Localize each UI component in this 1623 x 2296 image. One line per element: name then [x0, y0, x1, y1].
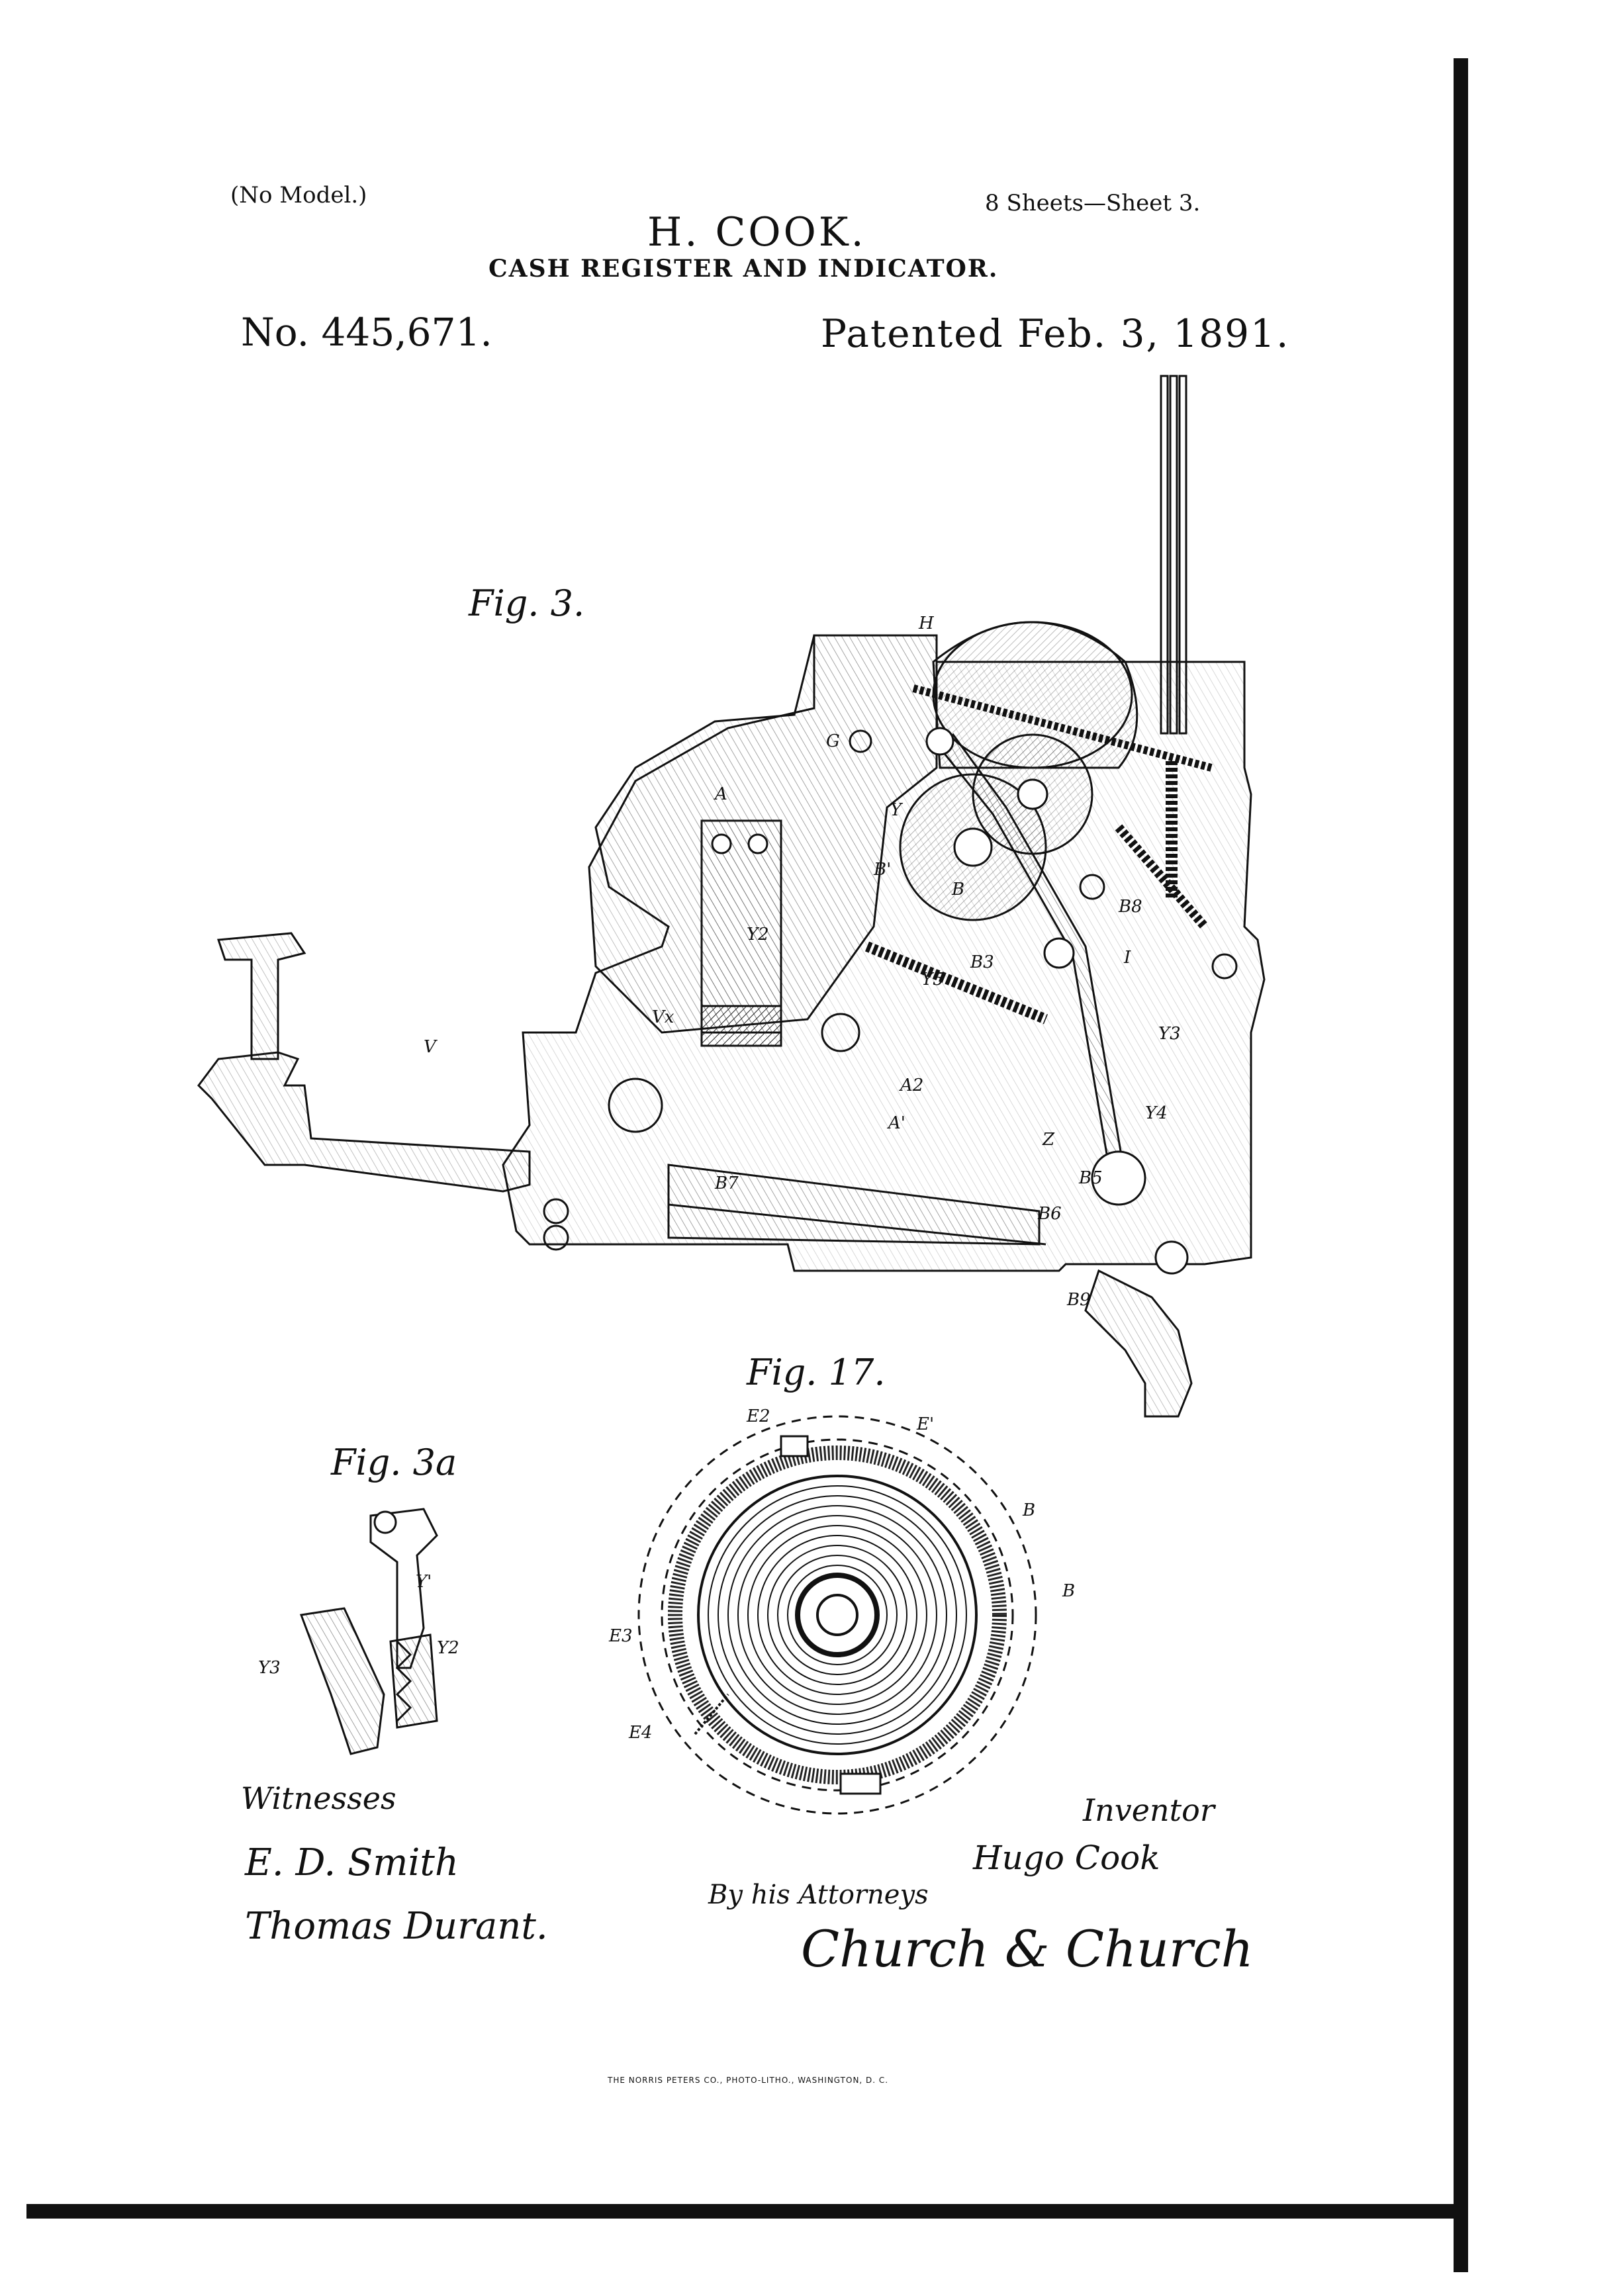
fig-3-label: Fig. 3.	[469, 582, 585, 624]
part-label: H	[918, 614, 935, 633]
patent-number: No. 445,671.	[241, 310, 492, 355]
fig-17-drawing	[637, 1415, 1037, 1815]
part-label: B'	[873, 860, 891, 880]
part-label: B5	[1078, 1168, 1103, 1188]
sheet-number: 8 Sheets—Sheet 3.	[985, 190, 1201, 216]
witnesses-label: Witnesses	[241, 1780, 396, 1816]
part-label: Y3	[1158, 1024, 1181, 1044]
witness-signature-1: E. D. Smith	[245, 1841, 459, 1884]
attorneys-label: By his Attorneys	[708, 1880, 929, 1910]
fig-3-part-labels: H G A B' B Y Y2 Y5 V Vx A2 A' B3 B8 I Y3…	[424, 614, 1181, 1310]
part-label: B8	[1118, 897, 1142, 917]
page-border-right	[1454, 58, 1468, 2272]
fig-3-drawing	[197, 375, 1266, 1418]
part-label: E'	[916, 1414, 934, 1434]
part-label: V	[424, 1037, 438, 1057]
part-label: Y'	[416, 1572, 432, 1592]
part-label: B7	[714, 1173, 739, 1193]
page-border-bottom	[26, 2204, 1468, 2219]
part-label: B	[951, 880, 964, 899]
part-label: Y2	[747, 925, 769, 944]
part-label: B9	[1066, 1290, 1091, 1310]
fig-3a-drawing	[299, 1508, 438, 1755]
witness-signature-2: Thomas Durant.	[245, 1905, 548, 1948]
no-model-label: (No Model.)	[230, 182, 367, 208]
part-label: Vx	[652, 1007, 674, 1027]
fig-17-part-labels: E2 E' B B E3 E4	[608, 1406, 1075, 1743]
part-label: B6	[1037, 1204, 1062, 1224]
inventor-label: Inventor	[1083, 1792, 1215, 1828]
part-label: I	[1123, 948, 1131, 968]
part-label: E2	[746, 1406, 770, 1426]
part-label: G	[826, 731, 840, 751]
part-label: E3	[608, 1626, 633, 1646]
attorneys-signature: Church & Church	[801, 1919, 1254, 1978]
part-label: B3	[970, 952, 994, 972]
part-label: Y	[890, 800, 904, 820]
part-label: Y5	[921, 970, 944, 989]
patent-date: Patented Feb. 3, 1891.	[821, 311, 1290, 356]
part-label: Y2	[437, 1638, 459, 1658]
printer-credit: THE NORRIS PETERS CO., PHOTO-LITHO., WAS…	[608, 2076, 889, 2085]
inventor-signature: Hugo Cook	[973, 1839, 1160, 1877]
part-label: B	[1022, 1500, 1035, 1520]
fig-3a-part-labels: Y' Y3 Y2	[258, 1572, 459, 1678]
inventor-heading: H. COOK.	[647, 209, 866, 255]
patent-title: CASH REGISTER AND INDICATOR.	[488, 255, 999, 283]
part-label: A'	[887, 1113, 905, 1133]
fig-3a-label: Fig. 3a	[331, 1442, 457, 1483]
fig-17-label: Fig. 17.	[747, 1352, 886, 1393]
part-label: Y3	[258, 1658, 281, 1678]
part-label: E4	[628, 1723, 653, 1743]
part-label: A2	[899, 1076, 923, 1095]
part-label: Z	[1042, 1130, 1055, 1150]
part-label: Y4	[1145, 1103, 1168, 1123]
part-label: B	[1062, 1581, 1075, 1601]
part-label: A	[714, 784, 727, 804]
